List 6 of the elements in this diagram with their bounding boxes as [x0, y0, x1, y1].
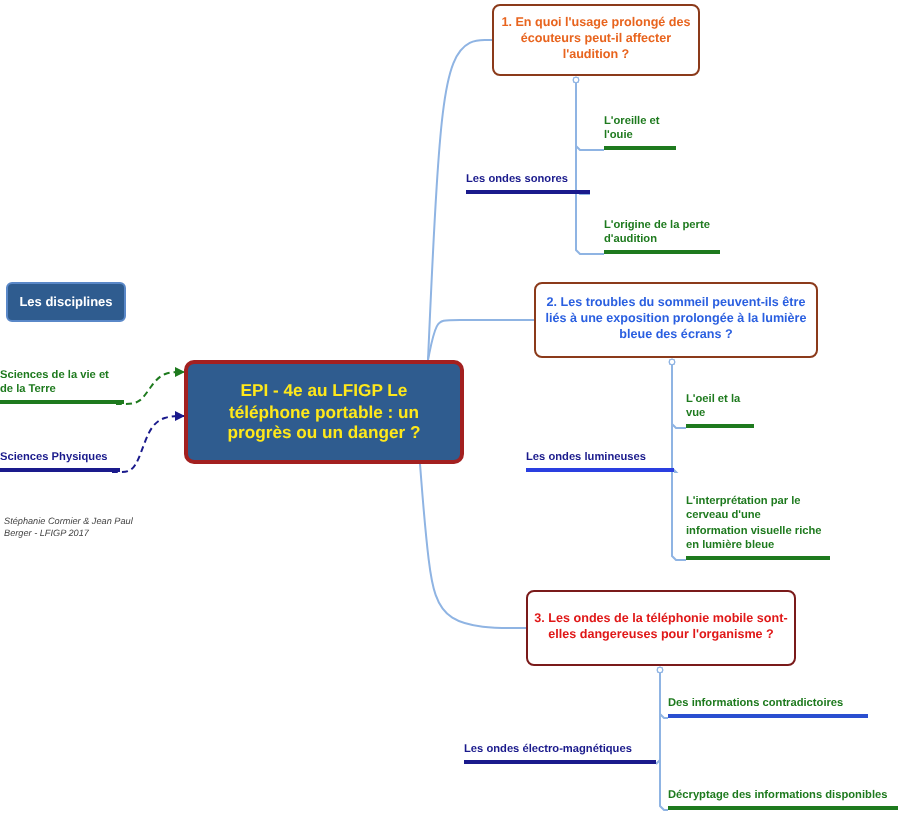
arrow	[111, 411, 185, 473]
connector-line	[419, 463, 527, 629]
connector-line	[427, 39, 493, 361]
arrow	[115, 367, 185, 405]
central-topic-box: EPI - 4e au LFIGP Le téléphone portable : un progrès ou un danger ?	[184, 360, 464, 464]
connector-line	[427, 319, 535, 361]
